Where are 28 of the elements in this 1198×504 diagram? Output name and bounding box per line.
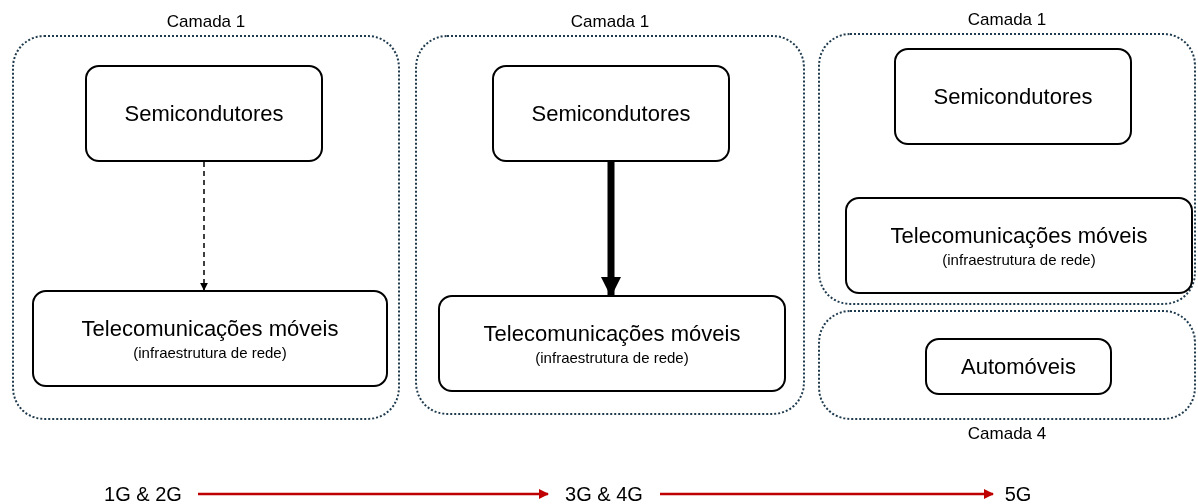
layer-heading: Camada 1 <box>569 12 651 32</box>
arrow <box>200 161 208 291</box>
rounded-box <box>492 65 730 162</box>
arrow <box>660 489 994 499</box>
box-title: Semicondutores <box>124 100 284 127</box>
rounded-box <box>894 48 1132 145</box>
rounded-box <box>845 197 1193 294</box>
box-title: Telecomunicações móveis <box>890 223 1148 249</box>
arrow <box>601 162 621 297</box>
generation-label: 3G & 4G <box>565 482 643 504</box>
layer-heading: Camada 1 <box>165 12 247 32</box>
box-title: Semicondutores <box>933 83 1093 110</box>
box-title: Semicondutores <box>531 100 691 127</box>
layer-heading: Camada 1 <box>966 10 1048 30</box>
rounded-box <box>85 65 323 162</box>
box-title: Telecomunicações móveis <box>81 316 339 342</box>
rounded-box <box>32 290 388 387</box>
rounded-box <box>925 338 1112 395</box>
box-title: Automóveis <box>961 353 1076 380</box>
arrow <box>198 489 549 499</box>
box-subtitle: (infraestrutura de rede) <box>942 251 1096 268</box>
box-subtitle: (infraestrutura de rede) <box>133 344 287 361</box>
generation-label: 1G & 2G <box>104 482 182 504</box>
rounded-box <box>438 295 786 392</box>
layer-heading: Camada 4 <box>966 424 1048 444</box>
box-title: Telecomunicações móveis <box>483 321 741 347</box>
box-subtitle: (infraestrutura de rede) <box>535 349 689 366</box>
generation-label: 5G <box>1004 482 1032 504</box>
